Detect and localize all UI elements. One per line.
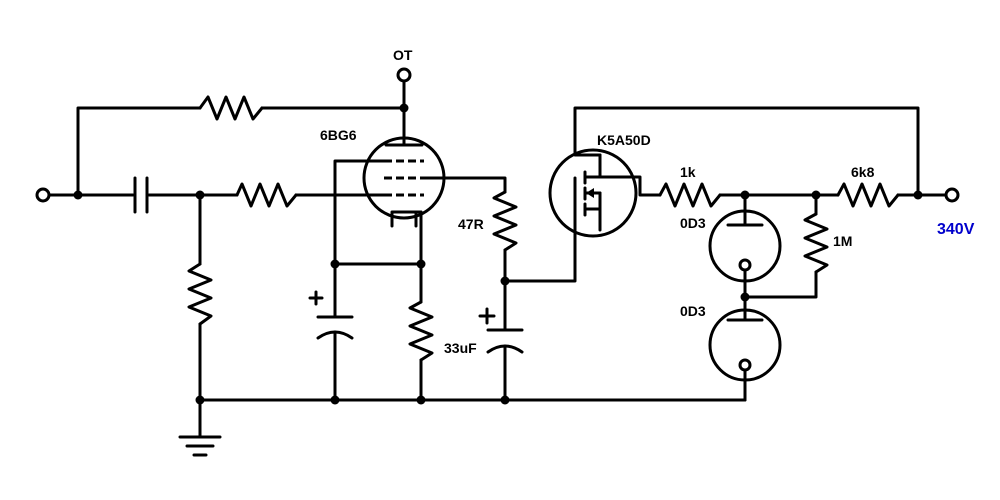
input-section [35,176,372,402]
supply-resistor-icon [836,182,900,208]
gate-resistor-label: 47R [458,216,484,232]
input-terminal-icon[interactable] [35,187,51,203]
supply-resistor-label: 6k8 [851,164,875,180]
tube-label: 6BG6 [320,127,357,143]
series-resistor-icon [658,182,722,208]
vr-tube-bottom-label: 0D3 [680,303,706,319]
feedback-network [76,95,406,197]
gate-resistor-icon [492,190,518,252]
grid-leak-resistor-icon [187,262,213,326]
bypass-capacitor-label: 33uF [444,340,477,356]
vr-tube-top-label: 0D3 [680,215,706,231]
supply-voltage-label: 340V [937,221,975,238]
regulator-network [658,182,947,402]
vacuum-tube-icon [333,80,507,304]
series-resistor-label: 1k [680,164,696,180]
screen-network [478,190,577,402]
junction-dots [73,103,923,405]
mosfet-label: K5A50D [597,132,651,148]
grid-stopper-resistor-icon [235,182,298,208]
ground-icon [178,435,222,457]
supply-terminal-icon[interactable] [944,187,960,203]
feedback-resistor-icon [198,95,264,121]
cathode-resistor-icon [408,300,434,362]
ot-label: OT [393,47,413,63]
bleeder-resistor-icon [803,212,829,274]
cathode-network [308,262,434,402]
coupling-capacitor-icon [133,176,149,214]
mosfet-icon [548,106,920,238]
output-terminal-icon[interactable] [396,67,412,83]
ground-rail [178,398,747,457]
bypass-capacitor-icon [478,307,524,354]
cathode-capacitor-icon [308,290,354,340]
bleeder-resistor-label: 1M [833,233,852,249]
